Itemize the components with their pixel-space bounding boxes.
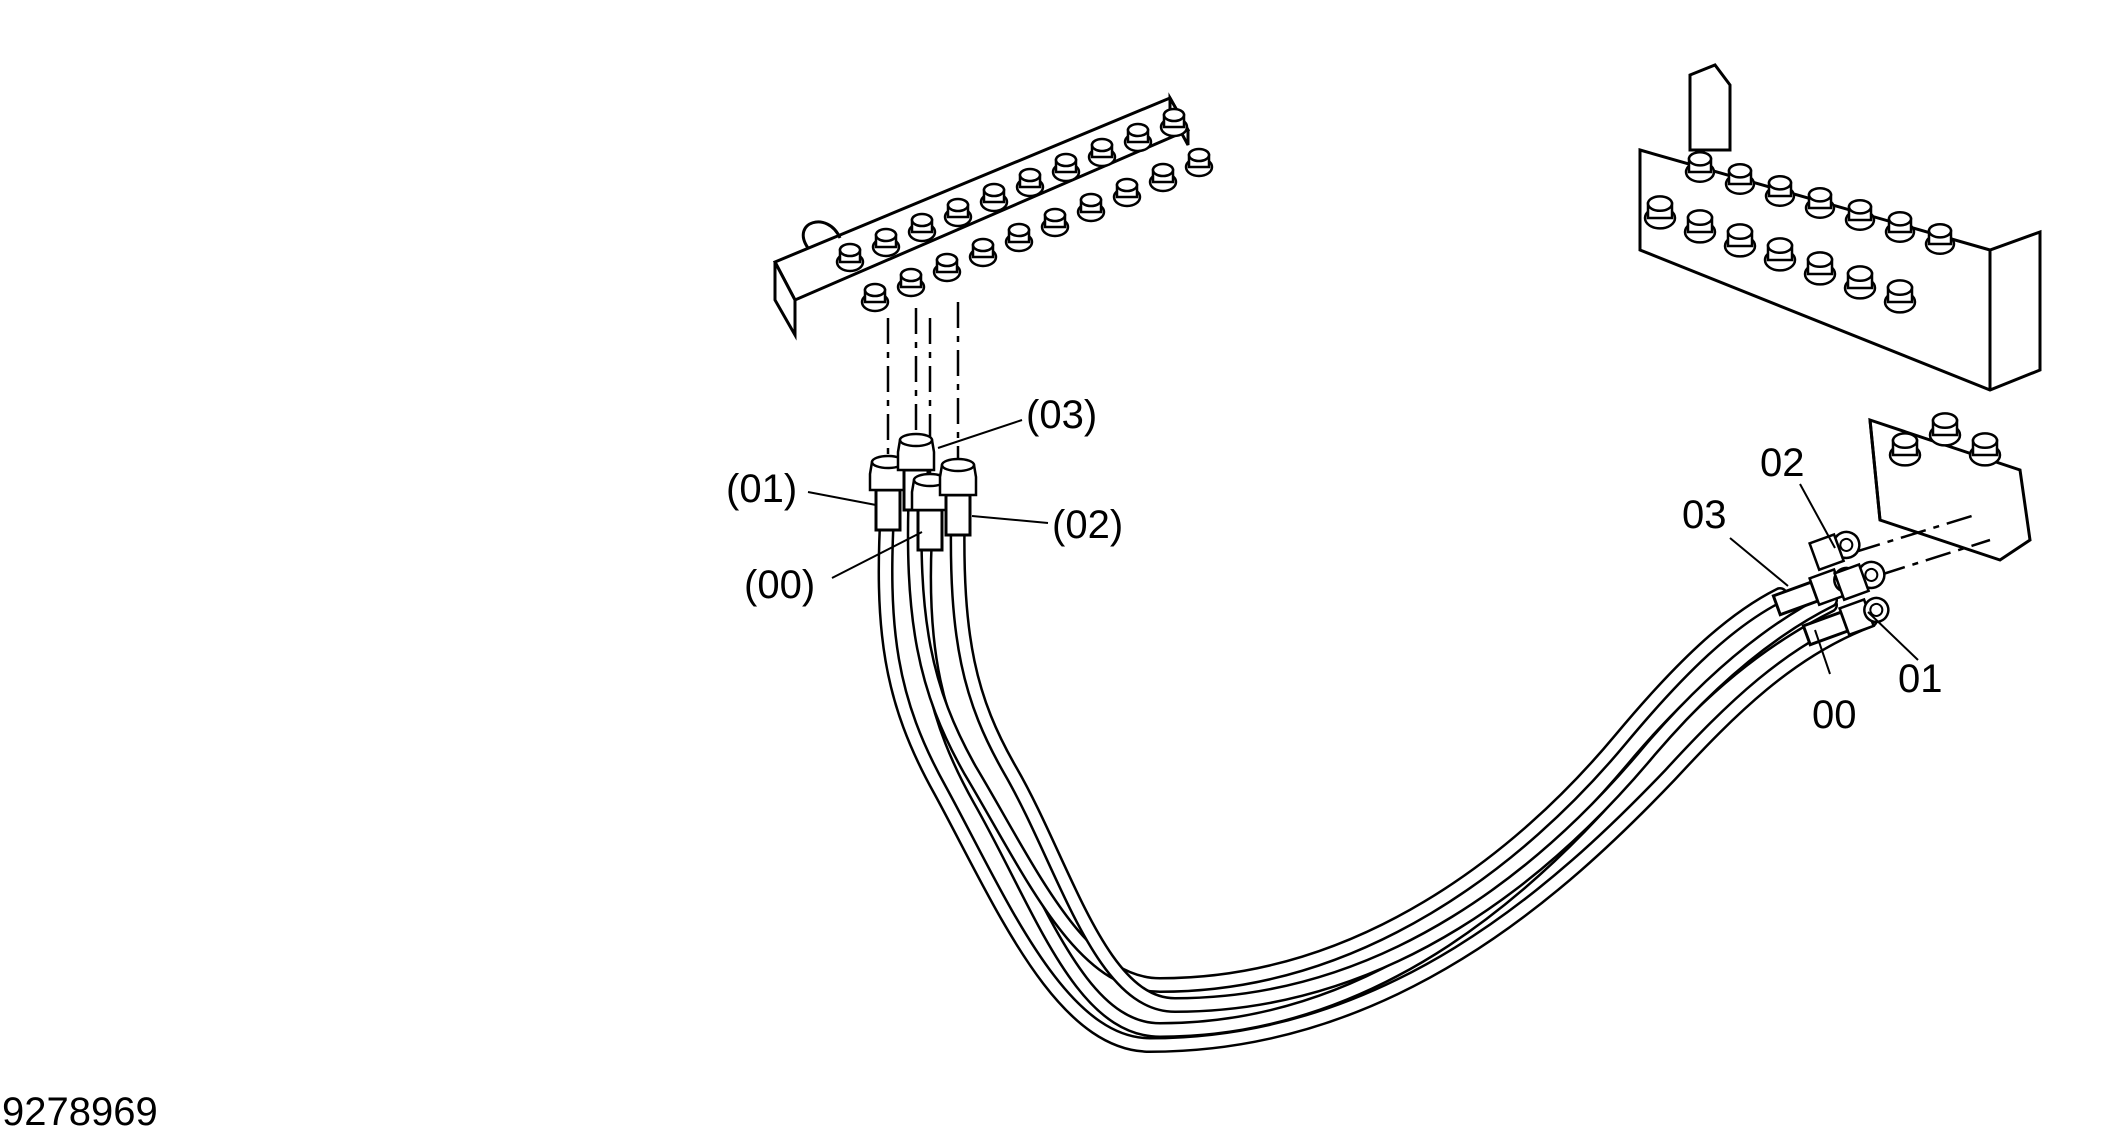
- left-port-fitting: [979, 182, 1009, 213]
- left-hose-end-fittings: [868, 432, 978, 552]
- right-port-fitting: [1843, 265, 1877, 300]
- left-port-fitting: [1076, 192, 1106, 223]
- hose-assembly: [877, 472, 1878, 1053]
- left-port-fitting: [896, 267, 926, 298]
- right-port-fitting: [1803, 251, 1837, 286]
- left-port-fitting: [907, 212, 937, 243]
- left-port-fitting: [1040, 207, 1070, 238]
- right-port-fitting: [1723, 223, 1757, 258]
- right-port-fitting: [1884, 210, 1916, 243]
- right-port-fitting: [1804, 186, 1836, 219]
- right-port-fitting: [1844, 198, 1876, 231]
- right-port-fitting: [1883, 279, 1917, 314]
- hose-03: [906, 472, 1788, 993]
- right-port-fitting: [1643, 195, 1677, 230]
- left-port-fitting: [835, 242, 865, 273]
- right-port-fitting: [1683, 209, 1717, 244]
- hose-01: [877, 492, 1878, 1053]
- callout-left-03: (03): [1026, 393, 1097, 437]
- callout-labels: (01) (00) (03) (02) 03 02 00 01: [726, 393, 1943, 737]
- left-fittings-group: [835, 107, 1214, 313]
- left-port-fitting: [1148, 162, 1178, 193]
- left-port-fitting: [871, 227, 901, 258]
- left-port-fitting: [1015, 167, 1045, 198]
- document-number: 9278969: [2, 1090, 158, 1134]
- left-port-fitting: [1051, 152, 1081, 183]
- left-port-fitting: [943, 197, 973, 228]
- fitting-02-left: [938, 457, 978, 537]
- right-port-fitting: [1924, 222, 1956, 255]
- right-hose-end-fittings: [1771, 530, 1890, 647]
- hose-02: [949, 502, 1838, 1013]
- left-manifold-block: [772, 92, 1214, 341]
- right-port-fitting: [1928, 412, 1962, 447]
- right-port-fitting: [1888, 432, 1922, 467]
- left-port-fitting: [1184, 147, 1214, 178]
- right-port-fitting: [1968, 432, 2002, 467]
- left-port-fitting: [968, 237, 998, 268]
- right-port-fitting: [1684, 150, 1716, 183]
- left-port-fitting: [1159, 107, 1189, 138]
- leader-lines: [807, 419, 1919, 675]
- callout-right-01: 01: [1898, 657, 1943, 701]
- fitting-01-left: [868, 454, 908, 532]
- callout-left-00: (00): [744, 563, 815, 607]
- fitting-02-right: [1808, 530, 1861, 572]
- right-port-fitting: [1763, 237, 1797, 272]
- fitting-01-right: [1833, 560, 1886, 602]
- callout-right-02: 02: [1760, 441, 1805, 485]
- left-port-fitting: [1087, 137, 1117, 168]
- left-port-fitting: [1123, 122, 1153, 153]
- left-port-fitting: [860, 282, 890, 313]
- left-port-fitting: [932, 252, 962, 283]
- callout-left-02: (02): [1052, 503, 1123, 547]
- fitting-00-right: [1801, 596, 1890, 647]
- callout-right-00: 00: [1812, 693, 1857, 737]
- left-port-fitting: [1004, 222, 1034, 253]
- right-manifold-block: [1638, 63, 2042, 562]
- right-port-fitting: [1764, 174, 1796, 207]
- left-port-fitting: [1112, 177, 1142, 208]
- callout-right-03: 03: [1682, 493, 1727, 537]
- right-port-fitting: [1724, 162, 1756, 195]
- callout-left-01: (01): [726, 467, 797, 511]
- right-fittings-group: [1643, 150, 2002, 467]
